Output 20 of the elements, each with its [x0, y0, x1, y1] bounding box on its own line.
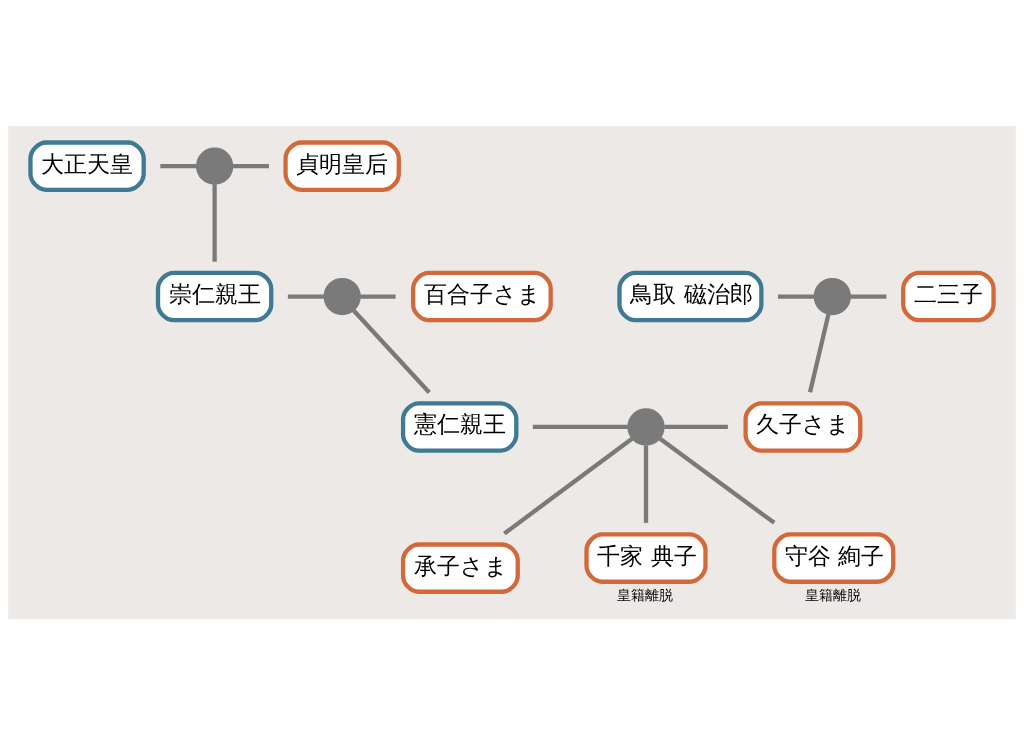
- connector: [360, 293, 396, 299]
- connector: [287, 293, 324, 299]
- connector: [503, 436, 634, 535]
- node-circle: [323, 277, 361, 315]
- node-label: 皇籍離脱: [805, 586, 862, 603]
- node-circle: [627, 407, 665, 446]
- node-circle: [813, 277, 851, 315]
- node-label: 皇籍離脱: [617, 586, 674, 603]
- connector: [778, 293, 815, 299]
- node-circle: [196, 147, 234, 185]
- connector: [850, 293, 887, 299]
- connector: [160, 163, 197, 168]
- connector: [658, 436, 776, 525]
- connector: [664, 424, 728, 429]
- connector: [807, 313, 831, 393]
- connector: [532, 424, 628, 429]
- connector: [643, 444, 649, 523]
- connector: [232, 163, 269, 168]
- connector: [212, 183, 217, 262]
- connector: [352, 308, 431, 394]
